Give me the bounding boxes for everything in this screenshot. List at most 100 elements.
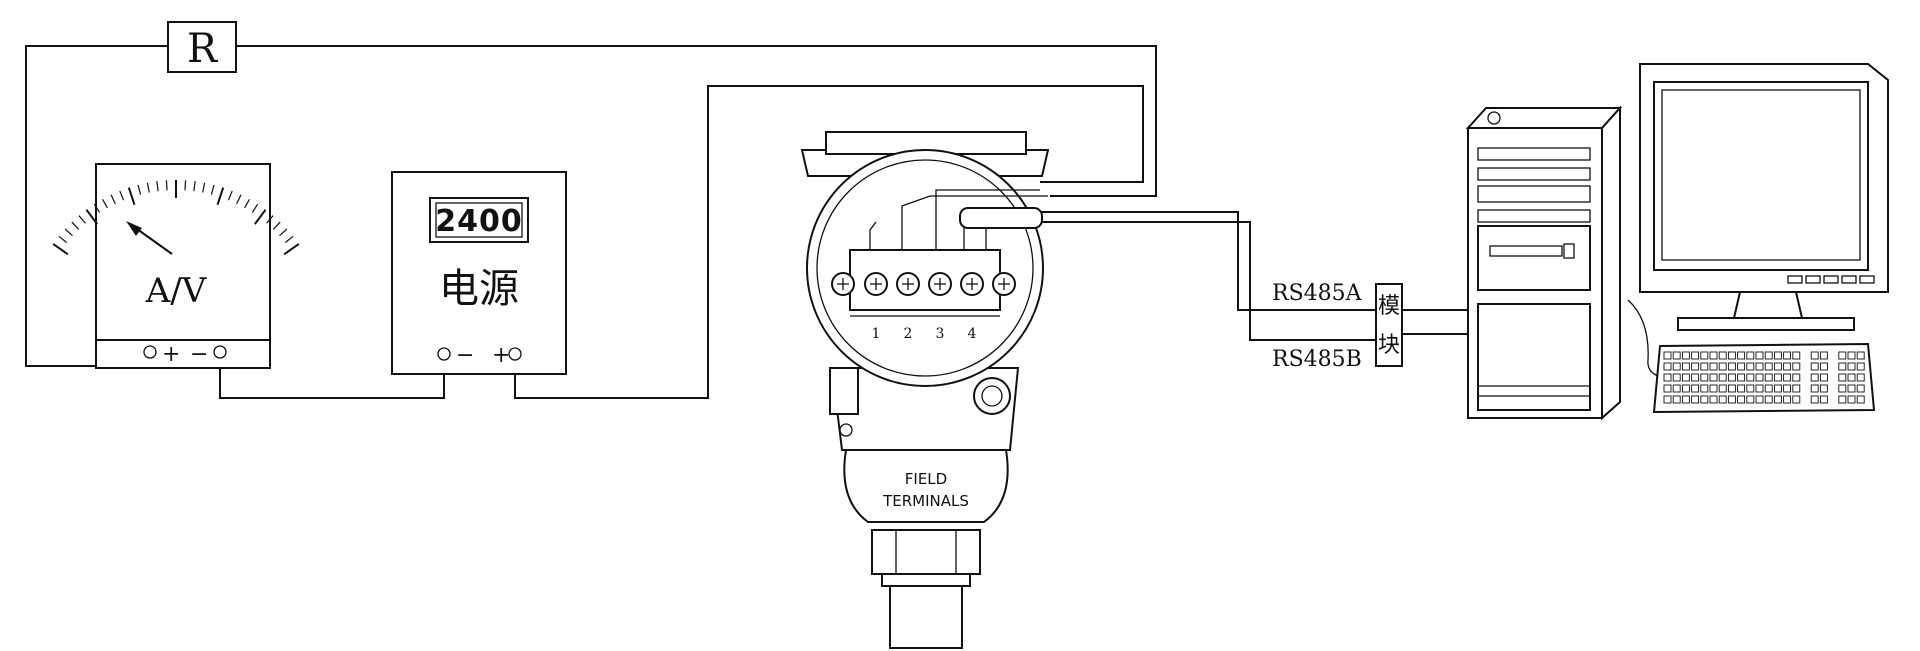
keyboard-key: [1755, 395, 1764, 404]
supply-minus-sign: −: [456, 343, 474, 368]
keyboard-key: [1810, 362, 1819, 371]
meter-scale-tick: [244, 198, 251, 209]
keyboard-key: [1838, 351, 1847, 360]
keyboard-key: [1737, 351, 1746, 360]
keyboard-key: [1783, 351, 1792, 360]
supply-display-value: 2400: [435, 204, 523, 239]
keyboard-key: [1810, 395, 1819, 404]
meter-minus-sign: −: [190, 342, 208, 367]
keyboard-key: [1737, 373, 1746, 382]
meter-scale-tick: [93, 203, 101, 213]
keyboard-key: [1727, 384, 1736, 393]
wire-supply-to-transmitter: [514, 85, 1144, 399]
keyboard-key: [1709, 373, 1718, 382]
rs485a-label: RS485A: [1272, 281, 1363, 306]
meter-scale-tick: [78, 215, 86, 224]
keyboard-key: [1847, 362, 1856, 371]
keyboard-key: [1792, 384, 1801, 393]
meter-scale-tick: [254, 209, 267, 225]
keyboard-key: [1856, 384, 1865, 393]
transmitter-thread: [889, 585, 963, 649]
keyboard-key: [1672, 351, 1681, 360]
keyboard-key: [1764, 351, 1773, 360]
meter-scale-tick: [64, 228, 73, 237]
keyboard-key: [1764, 373, 1773, 382]
meter-scale-tick: [236, 194, 242, 205]
keyboard-key: [1691, 373, 1700, 382]
field-terminals-line1: FIELD: [905, 470, 947, 488]
meter-scale-tick: [52, 243, 69, 256]
keyboard-key: [1810, 351, 1819, 360]
keyboard-key: [1737, 395, 1746, 404]
keyboard-key: [1773, 373, 1782, 382]
keyboard-key: [1700, 384, 1709, 393]
meter-scale-tick: [202, 182, 206, 193]
keyboard-key: [1847, 351, 1856, 360]
keyboard-key: [1856, 362, 1865, 371]
keyboard-key: [1792, 351, 1801, 360]
keyboard-key: [1691, 362, 1700, 371]
keyboard-key: [1746, 384, 1755, 393]
keyboard-key: [1746, 395, 1755, 404]
keyboard-key: [1838, 362, 1847, 371]
keyboard-key: [1746, 362, 1755, 371]
meter-minus-terminal: [213, 345, 227, 359]
keyboard-key: [1709, 362, 1718, 371]
keyboard-key: [1819, 384, 1828, 393]
keyboard-key: [1718, 362, 1727, 371]
keyboard-key: [1755, 351, 1764, 360]
keyboard-key: [1672, 362, 1681, 371]
keyboard-key: [1709, 384, 1718, 393]
keyboard-key: [1838, 395, 1847, 404]
meter-scale-tick: [251, 203, 259, 213]
supply-plus-terminal: [508, 347, 522, 361]
meter-plus-terminal: [143, 345, 157, 359]
meter-scale-tick: [119, 190, 125, 201]
terminal-number-3: 3: [936, 326, 945, 342]
module-char-2: 块: [1378, 333, 1400, 358]
keyboard-key: [1856, 395, 1865, 404]
computer: [1465, 63, 1889, 421]
keyboard-key: [1856, 351, 1865, 360]
keyboard-key: [1681, 373, 1690, 382]
keyboard-key: [1700, 351, 1709, 360]
keyboard-key: [1810, 373, 1819, 382]
terminal-screws: [831, 272, 1016, 296]
keyboard-key: [1764, 384, 1773, 393]
module-char-1: 模: [1378, 294, 1400, 319]
meter-scale-tick: [283, 243, 300, 256]
wire-resistor-to-transmitter: [236, 45, 1157, 197]
keyboard-key: [1737, 384, 1746, 393]
power-supply: 2400 电源 − +: [391, 171, 567, 375]
keyboard-key: [1700, 373, 1709, 382]
transmitter-hex-nut: [871, 529, 981, 575]
keyboard-key: [1792, 395, 1801, 404]
keyboard-key: [1737, 362, 1746, 371]
keyboard-key: [1727, 373, 1736, 382]
keyboard-key: [1764, 395, 1773, 404]
keyboard-key: [1681, 384, 1690, 393]
keyboard-key: [1718, 395, 1727, 404]
terminal-number-4: 4: [968, 326, 977, 342]
keyboard-key: [1700, 362, 1709, 371]
keyboard-key: [1847, 373, 1856, 382]
meter-scale-tick: [156, 181, 159, 192]
keyboard-key: [1755, 384, 1764, 393]
supply-label: 电源: [439, 266, 519, 312]
keyboard-key: [1773, 362, 1782, 371]
keyboard-key: [1746, 373, 1755, 382]
meter-scale-tick: [71, 221, 80, 230]
keyboard-key: [1783, 362, 1792, 371]
keyboard-keys: [1663, 351, 1865, 404]
meter-scale-tick: [137, 184, 142, 195]
transmitter-neck: [843, 449, 1009, 523]
keyboard-key: [1773, 384, 1782, 393]
keyboard-key: [1819, 373, 1828, 382]
ammeter-voltmeter: A/V + −: [52, 163, 300, 369]
keyboard-key: [1847, 395, 1856, 404]
keyboard-key: [1691, 384, 1700, 393]
keyboard-key: [1663, 351, 1672, 360]
meter-label: A/V: [145, 271, 208, 311]
keyboard-key: [1663, 384, 1672, 393]
